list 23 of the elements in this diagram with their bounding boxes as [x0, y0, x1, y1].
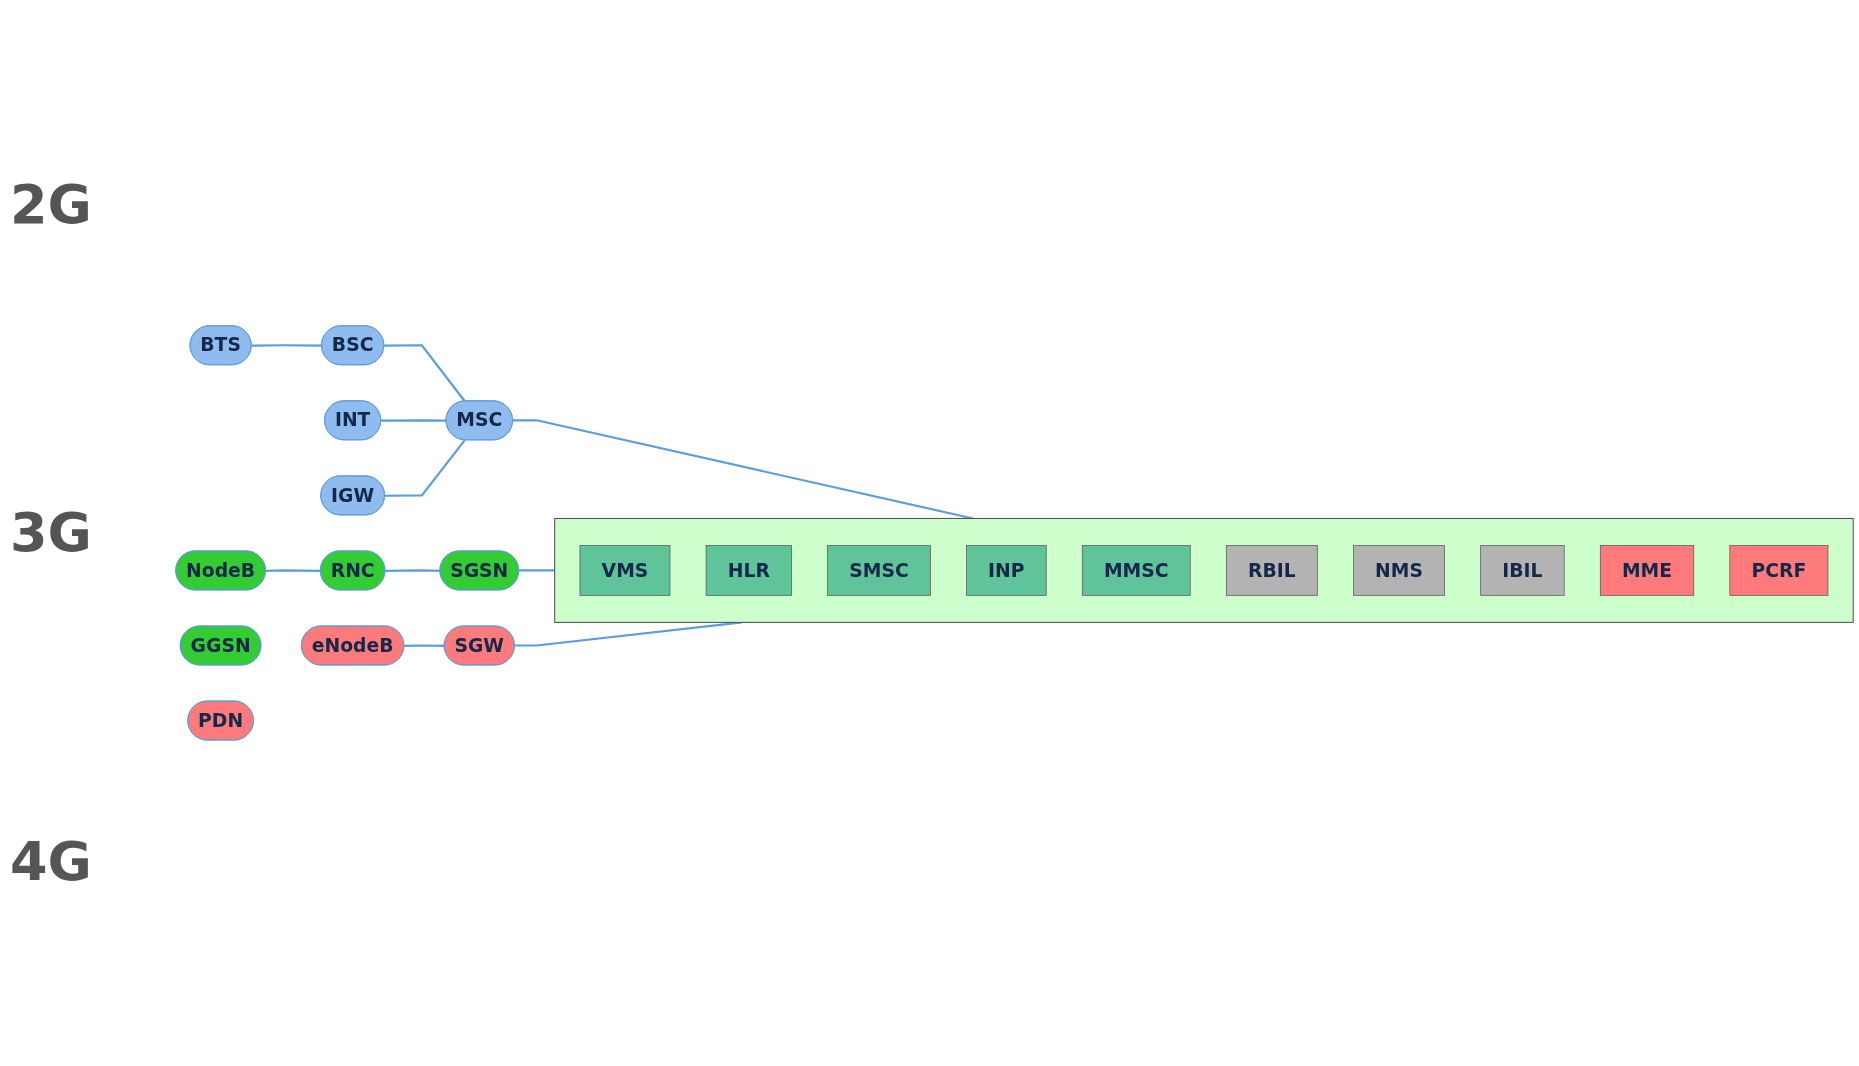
node-box: INP — [966, 545, 1047, 596]
node-box: RBIL — [1225, 545, 1318, 596]
node-box: PCRF — [1729, 545, 1829, 596]
connector — [265, 569, 321, 572]
node-box: HLR — [705, 545, 792, 596]
connector — [518, 569, 555, 572]
connector — [251, 344, 322, 347]
cluster — [554, 518, 1854, 624]
row-label: 3G — [10, 501, 93, 565]
connector — [384, 344, 466, 402]
node-box: MMSC — [1081, 545, 1191, 596]
node-box: MME — [1599, 545, 1695, 596]
connector — [385, 569, 441, 572]
node-box: IBIL — [1480, 545, 1565, 596]
row-label: 4G — [10, 830, 93, 894]
connector — [404, 644, 445, 648]
node-box: VMS — [579, 545, 671, 596]
row-label: 2G — [10, 172, 93, 236]
node-box: NMS — [1353, 545, 1445, 596]
connector — [512, 419, 974, 520]
connector — [384, 439, 466, 497]
node-box: SMSC — [827, 545, 931, 596]
connector — [381, 419, 447, 422]
